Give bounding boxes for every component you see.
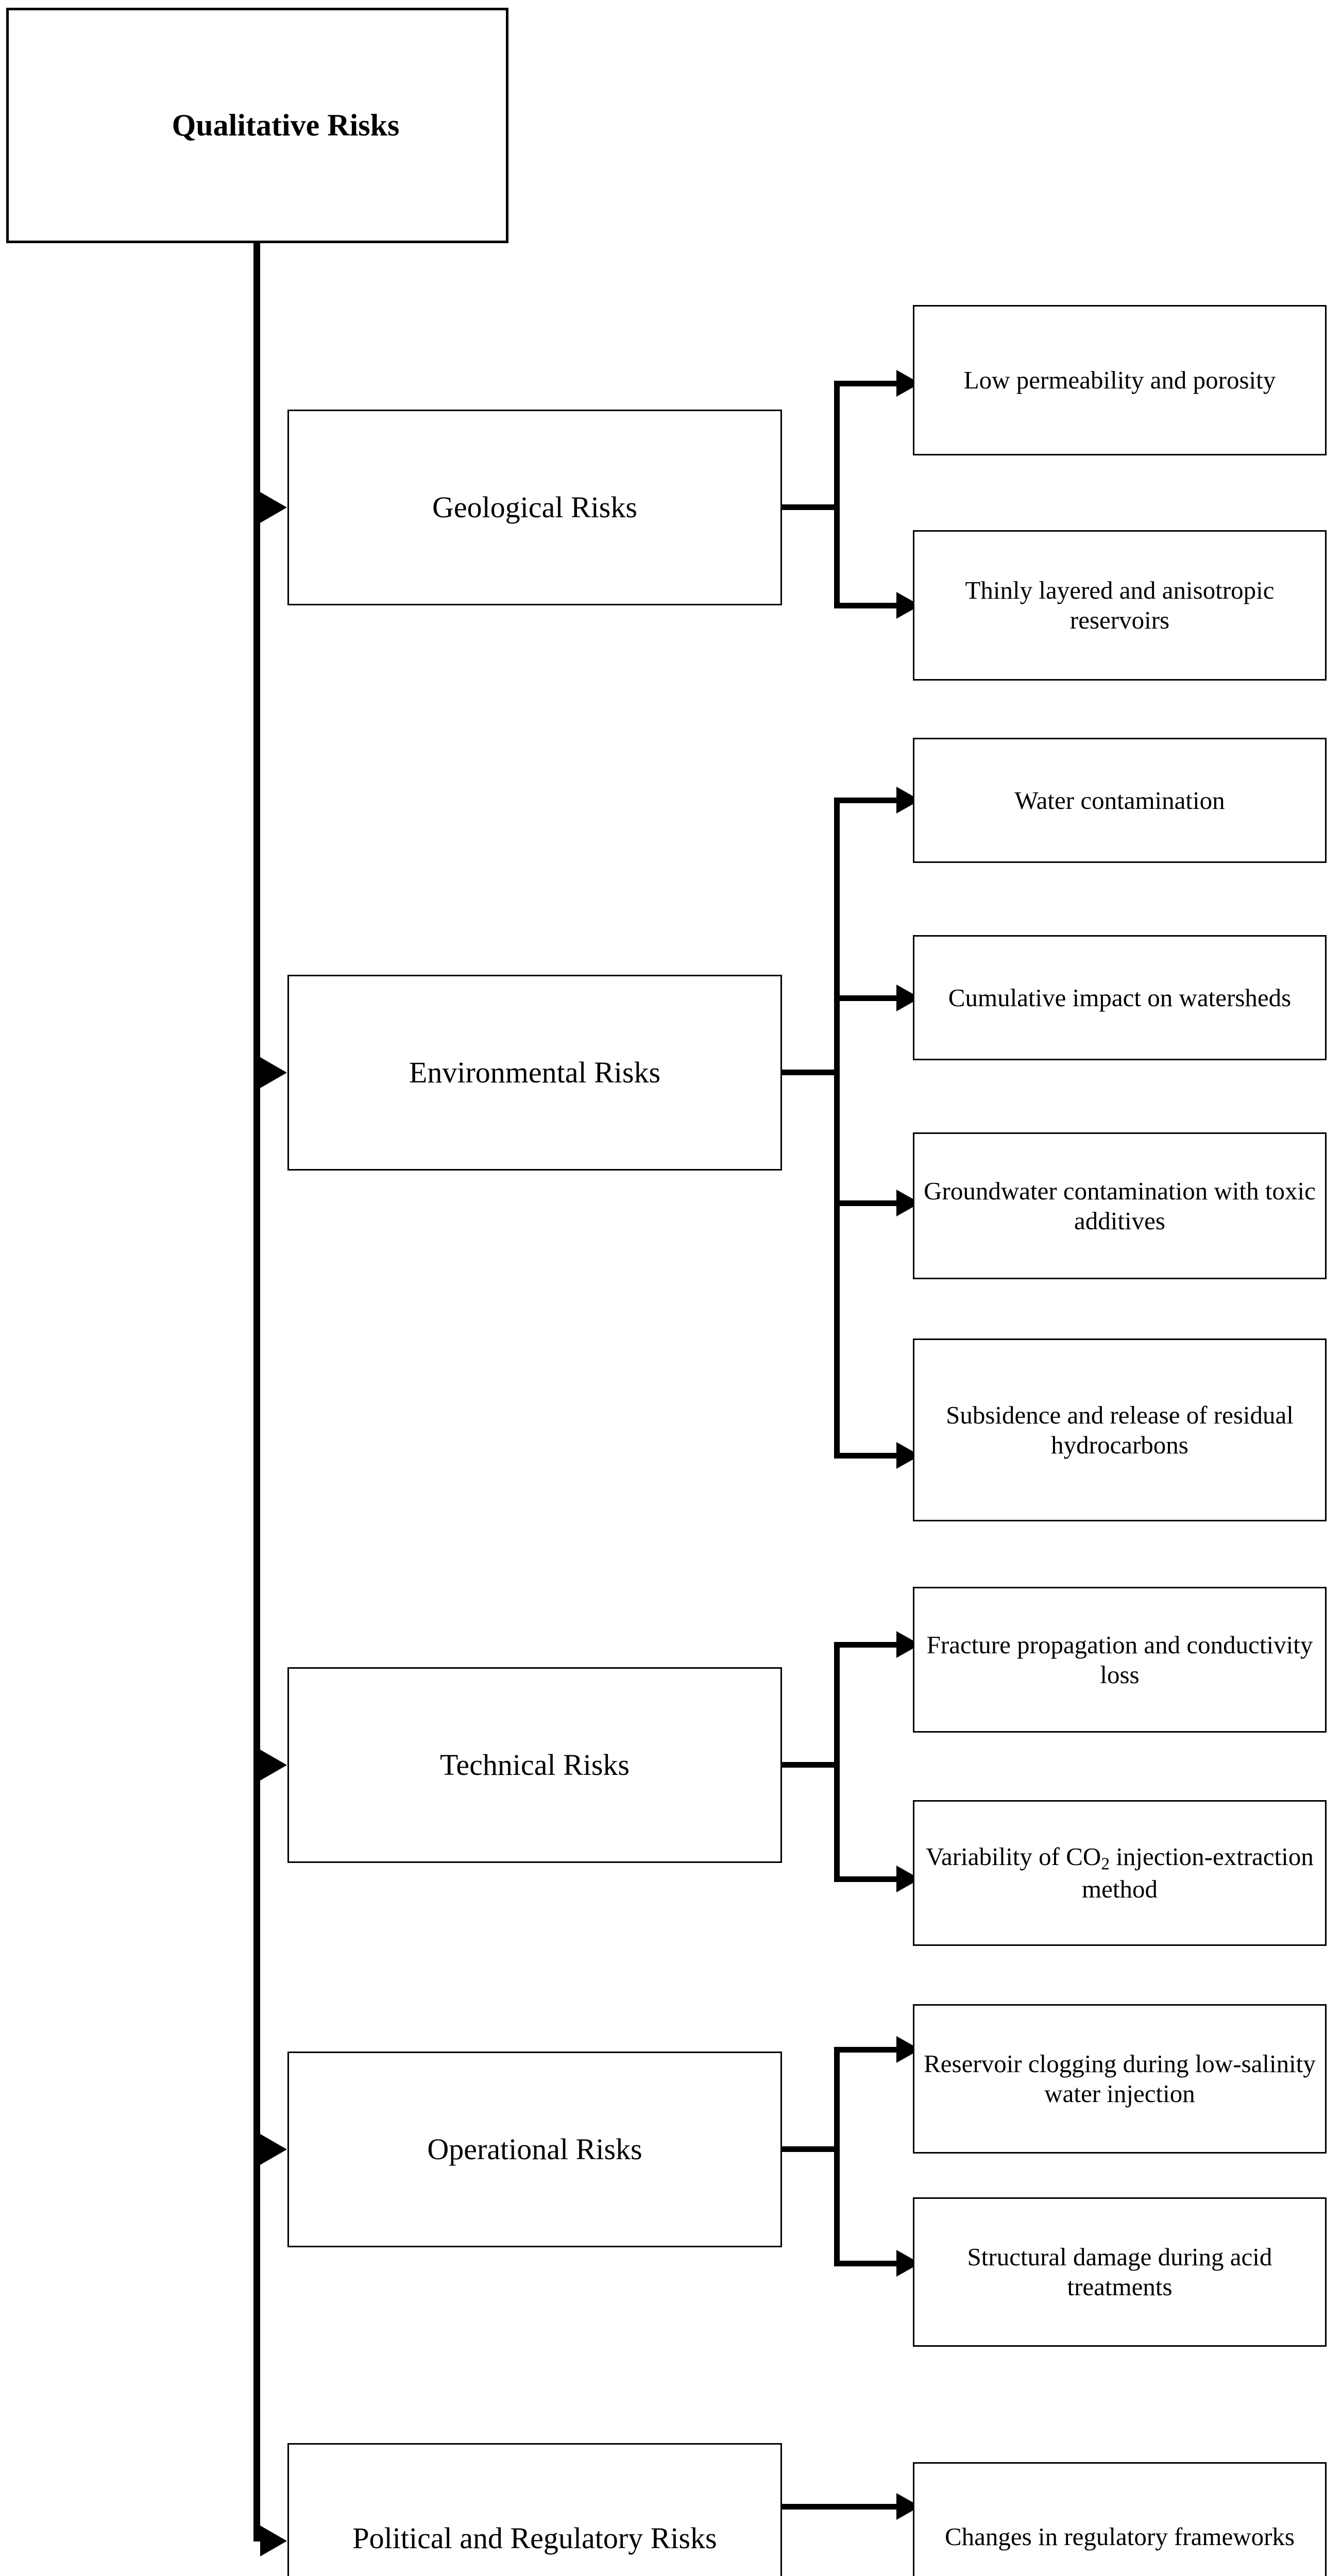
co2-suffix: injection-extraction method [1082,1842,1314,1903]
connector-stub-technical [780,1762,840,1768]
branch-line-environmental-1 [834,798,903,803]
leaf-node-variability-of-co2-injection-extraction-method: Variability of CO2 injection-extraction … [913,1800,1327,1946]
category-node-environmental-risks: Environmental Risks [287,975,782,1171]
leaf-label-water-contamination: Water contamination [1014,786,1225,815]
sub-spine-technical [834,1642,840,1882]
leaf-node-thinly-layered-and-anisotropic-reservoirs: Thinly layered and anisotropic reservoir… [913,530,1327,681]
branch-line-geological-1 [834,381,903,386]
leaf-node-subsidence-and-release-of-residual-hydrocarbons: Subsidence and release of residual hydro… [913,1338,1327,1521]
leaf-label-fracture-propagation-and-conductivity-loss: Fracture propagation and conductivity lo… [926,1630,1313,1689]
arrow-to-political-and-regulatory-risks [260,2526,287,2556]
branch-line-environmental-3 [834,1200,903,1206]
leaf-label-changes-in-regulatory-frameworks: Changes in regulatory frameworks [945,2522,1295,2551]
arrow-to-technical-risks [260,1750,287,1781]
branch-line-political-1 [780,2504,903,2510]
branch-line-operational-1 [834,2047,903,2053]
sub-spine-geological [834,381,840,608]
arrow-to-environmental-risks [260,1057,287,1088]
category-node-operational-risks: Operational Risks [287,2052,782,2247]
branch-line-environmental-4 [834,1453,903,1459]
branch-line-environmental-2 [834,995,903,1001]
connector-stub-environmental [780,1070,840,1075]
leaf-node-fracture-propagation-and-conductivity-loss: Fracture propagation and conductivity lo… [913,1587,1327,1733]
root-node-qualitative-risks: Qualitative Risks [6,8,508,243]
connector-stub-geological [780,504,840,510]
leaf-node-water-contamination: Water contamination [913,738,1327,863]
co2-subscript: 2 [1101,1854,1110,1874]
leaf-label-thinly-layered-and-anisotropic-reservoirs: Thinly layered and anisotropic reservoir… [965,576,1275,634]
category-label-political-and-regulatory-risks: Political and Regulatory Risks [352,2521,717,2555]
category-node-geological-risks: Geological Risks [287,410,782,605]
leaf-label-reservoir-clogging-during-low-salinity-water-injection: Reservoir clogging during low-salinity w… [924,2049,1316,2108]
leaf-label-low-permeability-and-porosity: Low permeability and porosity [963,366,1276,395]
leaf-label-variability-of-co2-injection-extraction-method: Variability of CO2 injection-extraction … [920,1842,1320,1904]
branch-line-technical-1 [834,1642,903,1648]
root-node-label: Qualitative Risks [172,108,400,143]
leaf-label-subsidence-and-release-of-residual-hydrocarbons: Subsidence and release of residual hydro… [946,1400,1294,1459]
main-spine [253,241,260,2541]
leaf-node-reservoir-clogging-during-low-salinity-water-injection: Reservoir clogging during low-salinity w… [913,2004,1327,2154]
category-node-political-and-regulatory-risks: Political and Regulatory Risks [287,2443,782,2576]
leaf-node-low-permeability-and-porosity: Low permeability and porosity [913,305,1327,455]
leaf-node-groundwater-contamination-with-toxic-additives: Groundwater contamination with toxic add… [913,1132,1327,1279]
leaf-label-groundwater-contamination-with-toxic-additives: Groundwater contamination with toxic add… [924,1176,1316,1235]
branch-line-geological-2 [834,603,903,608]
branch-line-technical-2 [834,1876,903,1882]
category-label-technical-risks: Technical Risks [439,1748,630,1782]
leaf-label-structural-damage-during-acid-treatments: Structural damage during acid treatments [967,2243,1272,2301]
leaf-label-cumulative-impact-on-watersheds: Cumulative impact on watersheds [948,983,1292,1012]
category-label-environmental-risks: Environmental Risks [409,1055,661,1089]
leaf-node-structural-damage-during-acid-treatments: Structural damage during acid treatments [913,2197,1327,2347]
connector-stub-operational [780,2146,840,2152]
arrow-to-geological-risks [260,492,287,523]
branch-line-operational-2 [834,2261,903,2266]
category-label-operational-risks: Operational Risks [427,2132,642,2166]
category-label-geological-risks: Geological Risks [432,490,637,524]
sub-spine-operational [834,2047,840,2266]
leaf-node-changes-in-regulatory-frameworks: Changes in regulatory frameworks [913,2462,1327,2576]
leaf-node-cumulative-impact-on-watersheds: Cumulative impact on watersheds [913,935,1327,1060]
sub-spine-environmental [834,798,840,1459]
co2-prefix: Variability of CO [926,1842,1101,1871]
arrow-to-operational-risks [260,2134,287,2165]
category-node-technical-risks: Technical Risks [287,1667,782,1863]
